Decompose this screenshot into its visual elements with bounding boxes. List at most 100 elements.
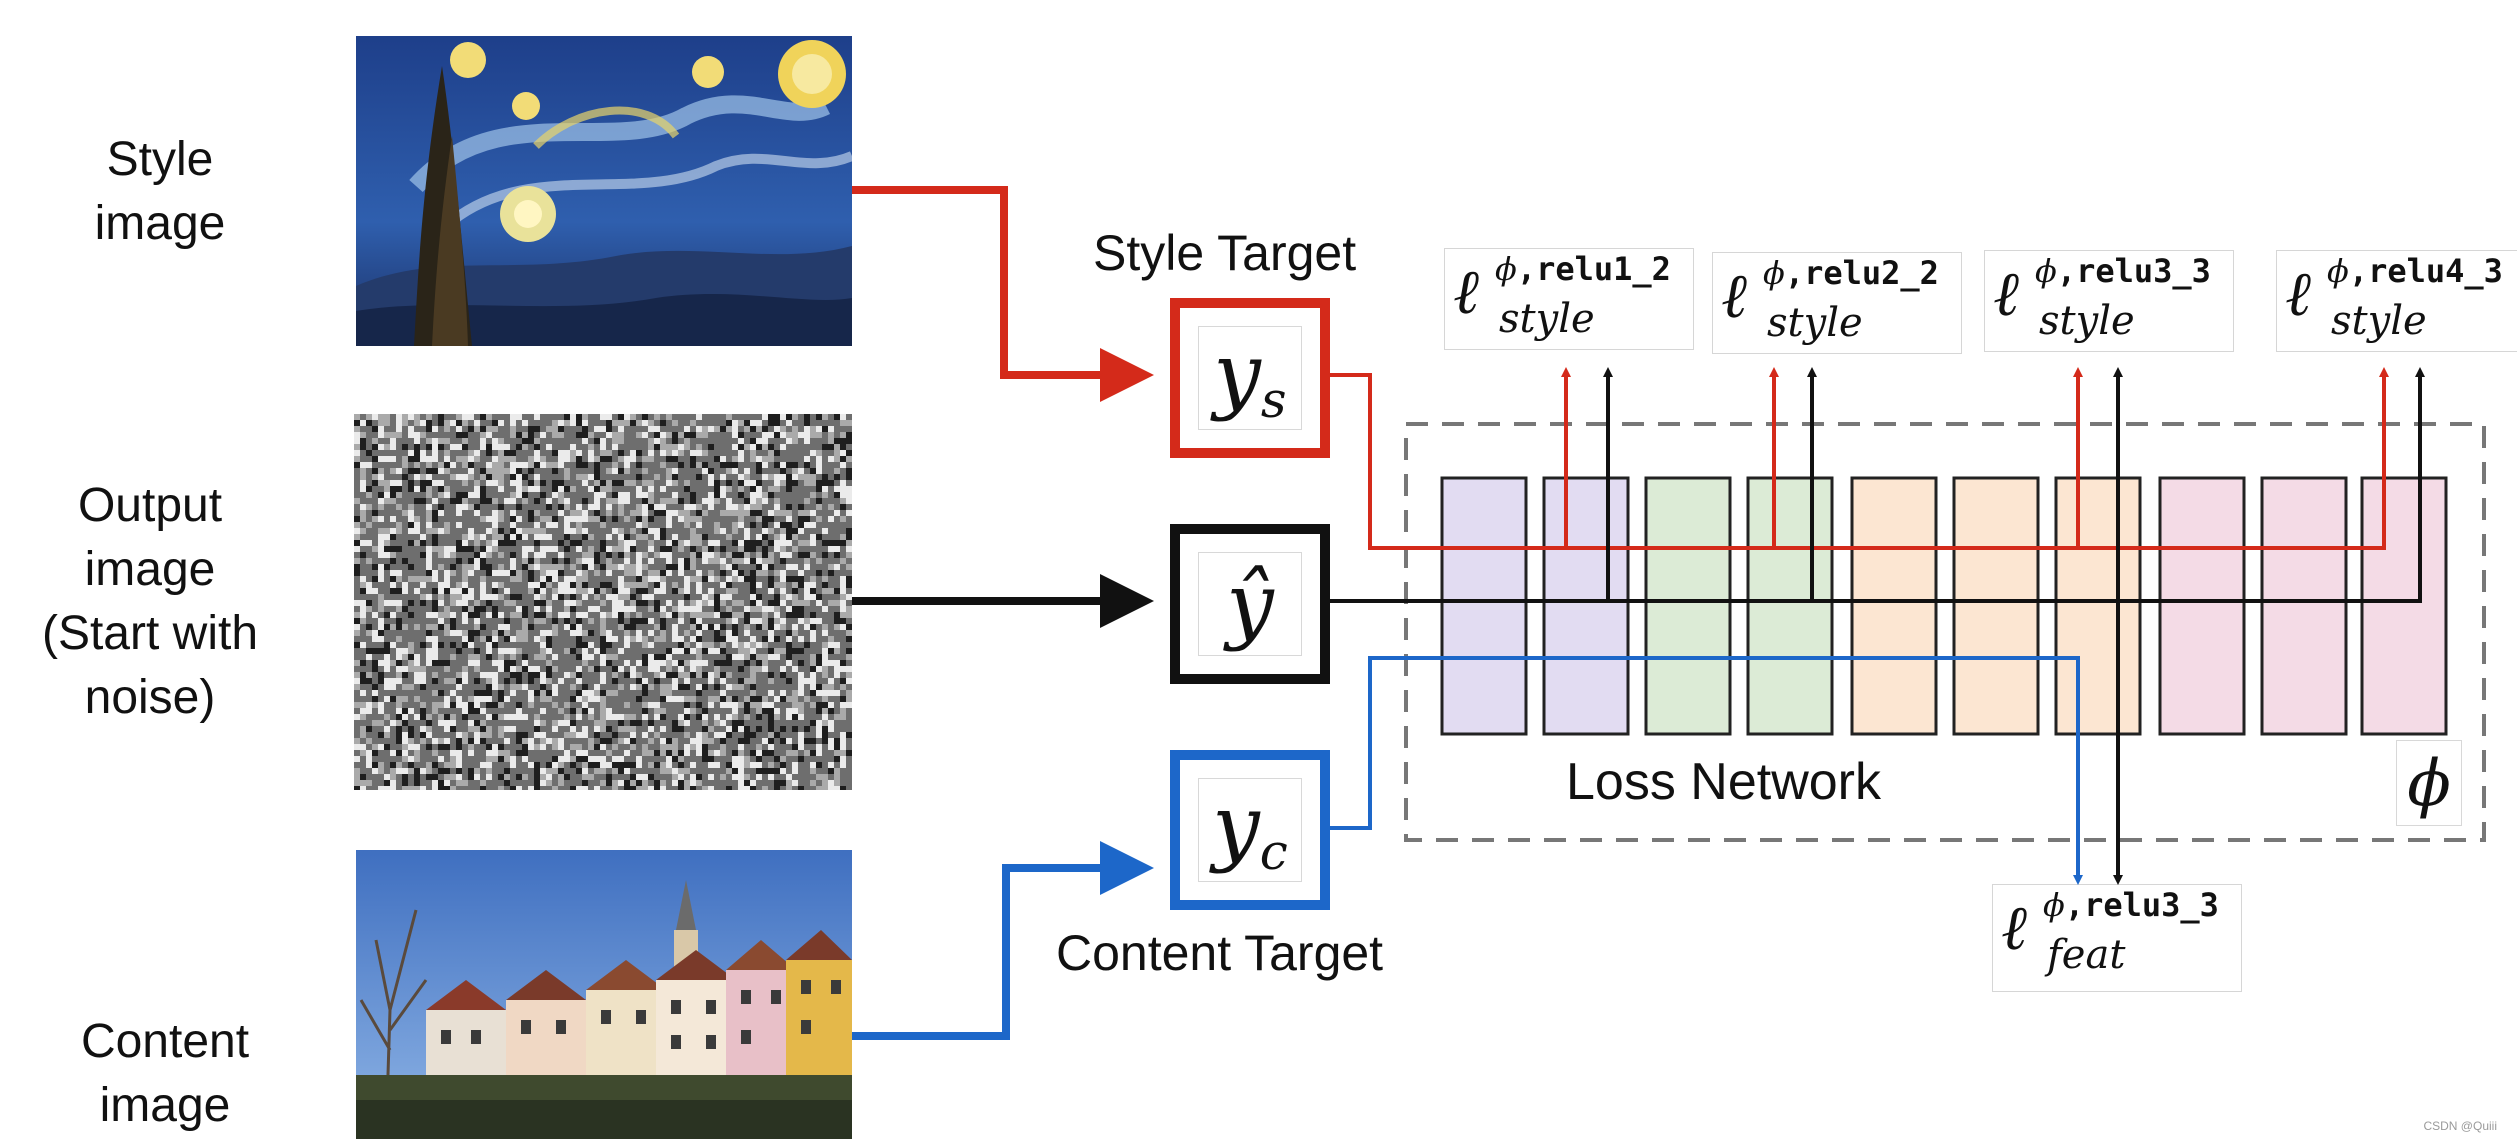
noise-pixel — [492, 474, 498, 480]
noise-pixel — [450, 762, 456, 768]
noise-pixel — [582, 564, 588, 570]
noise-pixel — [408, 516, 414, 522]
noise-pixel — [570, 516, 576, 522]
noise-pixel — [768, 738, 774, 744]
noise-pixel — [444, 438, 450, 444]
noise-pixel — [660, 588, 666, 594]
noise-pixel — [678, 498, 684, 504]
noise-pixel — [474, 696, 480, 702]
noise-pixel — [414, 468, 420, 474]
noise-pixel — [474, 492, 480, 498]
noise-pixel — [600, 672, 606, 678]
noise-pixel — [786, 612, 792, 618]
noise-pixel — [438, 528, 444, 534]
noise-pixel — [480, 786, 486, 790]
noise-pixel — [600, 546, 606, 552]
noise-pixel — [660, 738, 666, 744]
noise-pixel — [630, 720, 636, 726]
noise-pixel — [534, 666, 540, 672]
noise-pixel — [462, 474, 468, 480]
noise-pixel — [486, 414, 492, 420]
noise-pixel — [582, 630, 588, 636]
noise-pixel — [816, 600, 822, 606]
noise-pixel — [750, 480, 756, 486]
noise-pixel — [462, 606, 468, 612]
noise-pixel — [672, 468, 678, 474]
noise-pixel — [438, 444, 444, 450]
noise-pixel — [420, 600, 426, 606]
noise-pixel — [534, 474, 540, 480]
noise-pixel — [384, 528, 390, 534]
noise-pixel — [456, 696, 462, 702]
noise-pixel — [672, 534, 678, 540]
noise-pixel — [672, 630, 678, 636]
noise-pixel — [708, 570, 714, 576]
noise-pixel — [396, 720, 402, 726]
noise-pixel — [684, 480, 690, 486]
noise-pixel — [702, 558, 708, 564]
noise-pixel — [792, 696, 798, 702]
noise-pixel — [630, 570, 636, 576]
noise-pixel — [732, 564, 738, 570]
noise-pixel — [660, 726, 666, 732]
noise-pixel — [846, 474, 852, 480]
noise-pixel — [504, 768, 510, 774]
noise-pixel — [618, 492, 624, 498]
noise-pixel — [846, 696, 852, 702]
noise-pixel — [630, 732, 636, 738]
noise-pixel — [504, 678, 510, 684]
noise-pixel — [594, 480, 600, 486]
noise-pixel — [450, 624, 456, 630]
noise-pixel — [840, 588, 846, 594]
noise-pixel — [372, 456, 378, 462]
noise-pixel — [426, 630, 432, 636]
noise-pixel — [726, 462, 732, 468]
noise-pixel — [606, 708, 612, 714]
noise-pixel — [450, 420, 456, 426]
noise-pixel — [648, 540, 654, 546]
noise-pixel — [846, 594, 852, 600]
noise-pixel — [816, 570, 822, 576]
noise-pixel — [618, 504, 624, 510]
noise-pixel — [528, 690, 534, 696]
noise-pixel — [558, 504, 564, 510]
style-loss-relu3-3: ℓ ϕ,relu3_3 style — [1984, 250, 2234, 352]
noise-pixel — [840, 606, 846, 612]
noise-pixel — [504, 774, 510, 780]
noise-pixel — [486, 540, 492, 546]
noise-pixel — [696, 432, 702, 438]
noise-pixel — [474, 720, 480, 726]
noise-pixel — [618, 606, 624, 612]
noise-pixel — [546, 642, 552, 648]
noise-pixel — [420, 726, 426, 732]
noise-pixel — [426, 558, 432, 564]
noise-pixel — [432, 540, 438, 546]
noise-pixel — [756, 696, 762, 702]
noise-pixel — [450, 786, 456, 790]
noise-pixel — [462, 636, 468, 642]
noise-pixel — [720, 636, 726, 642]
noise-pixel — [618, 546, 624, 552]
noise-pixel — [750, 672, 756, 678]
noise-pixel — [378, 480, 384, 486]
noise-pixel — [756, 420, 762, 426]
noise-pixel — [396, 414, 402, 420]
noise-pixel — [456, 510, 462, 516]
noise-pixel — [630, 528, 636, 534]
noise-pixel — [516, 714, 522, 720]
noise-pixel — [756, 444, 762, 450]
noise-pixel — [720, 642, 726, 648]
noise-pixel — [612, 546, 618, 552]
noise-pixel — [672, 756, 678, 762]
noise-pixel — [834, 786, 840, 790]
noise-pixel — [582, 510, 588, 516]
noise-pixel — [690, 528, 696, 534]
noise-pixel — [582, 750, 588, 756]
noise-pixel — [528, 702, 534, 708]
noise-pixel — [714, 660, 720, 666]
noise-pixel — [648, 456, 654, 462]
noise-pixel — [570, 456, 576, 462]
noise-pixel — [762, 702, 768, 708]
noise-pixel — [474, 732, 480, 738]
noise-pixel — [648, 750, 654, 756]
